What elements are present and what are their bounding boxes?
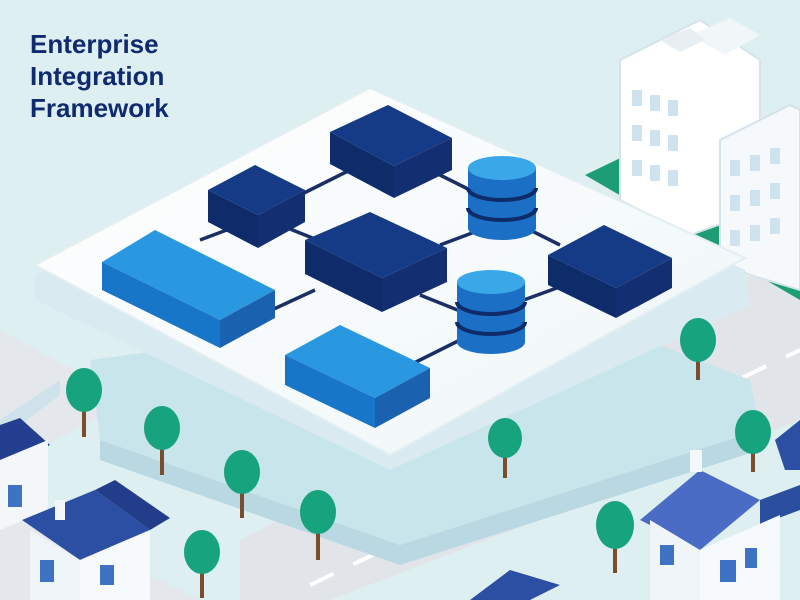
house-icon [0,418,50,530]
service-block-blue [285,325,430,428]
tree-icon [680,318,716,380]
database-icon [466,156,538,240]
platform-base-edge [100,430,760,565]
page-title: Enterprise Integration Framework [30,28,169,124]
title-line-2: Integration [30,61,165,91]
tree-icon [488,418,522,478]
house-icon [22,480,170,600]
house-icon [775,420,800,470]
tree-icon [224,450,260,518]
building-icon [619,18,800,292]
tree-icon [144,406,180,475]
house-icon [470,570,560,600]
service-block-navy [548,225,672,318]
title-line-3: Framework [30,93,169,123]
service-block-navy [208,165,305,248]
tree-icon [66,368,102,437]
service-block-navy [330,105,452,198]
tree-icon [596,501,634,573]
tree-icon [735,410,771,472]
title-line-1: Enterprise [30,29,159,59]
tree-icon [300,490,336,560]
house-icon [640,450,800,600]
service-block-navy [305,212,447,312]
database-icon [455,270,527,354]
service-block-blue [102,230,275,348]
tree-icon [184,530,220,598]
